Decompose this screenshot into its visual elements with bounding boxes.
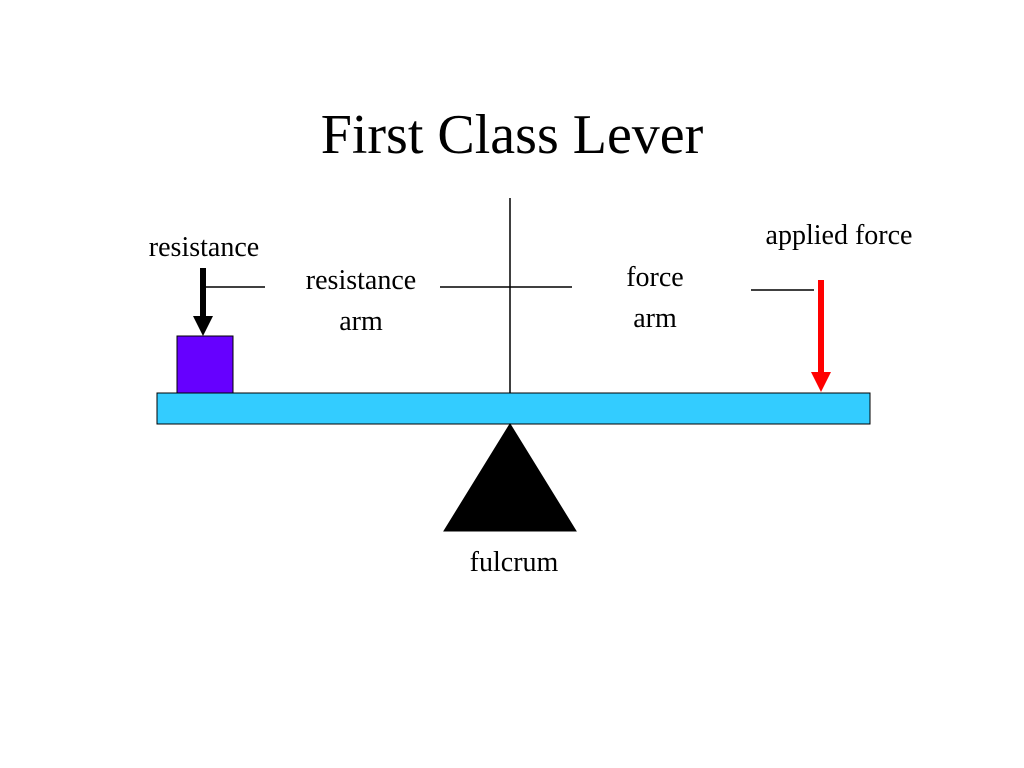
applied-force-label: applied force — [765, 220, 913, 251]
applied-force-arrow — [811, 280, 831, 392]
fulcrum-triangle — [443, 423, 577, 532]
resistance-box — [176, 335, 234, 394]
resistance-label: resistance — [148, 232, 260, 263]
resistance-arm-label-line2: arm — [339, 306, 383, 337]
force-arm-label-line2: arm — [633, 303, 677, 334]
resistance-arm-label-line1: resistance — [305, 265, 417, 296]
resistance-arrow — [193, 268, 213, 336]
fulcrum-label: fulcrum — [469, 547, 559, 578]
lever-bar — [156, 392, 871, 425]
force-arm-label-line1: force — [626, 262, 684, 293]
slide-title: First Class Lever — [320, 104, 704, 166]
